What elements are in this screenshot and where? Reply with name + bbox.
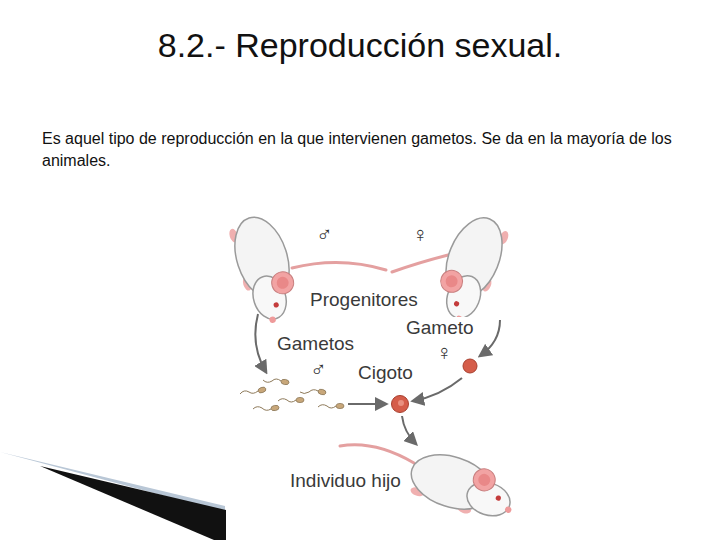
mouse-tail <box>292 262 386 270</box>
offspring-mouse <box>404 445 522 527</box>
mouse-tail <box>340 445 414 463</box>
sperm-cells <box>257 379 344 412</box>
process-arrow <box>348 403 386 405</box>
zygote-cell <box>392 396 409 413</box>
female-mouse <box>426 210 513 328</box>
zygote-nucleus <box>398 400 404 406</box>
offspring-label: Individuo hijo <box>288 470 403 492</box>
male-symbol: ♂ <box>308 357 329 382</box>
parents-label: Progenitores <box>308 289 420 311</box>
zygote-label: Cigoto <box>356 362 415 384</box>
process-arrow <box>480 320 500 356</box>
gamete-label: Gameto <box>404 317 476 339</box>
process-arrow <box>402 416 416 444</box>
gametes-label: Gametos <box>275 333 356 355</box>
process-arrow <box>413 378 462 401</box>
sperm-tails <box>240 379 336 410</box>
female-symbol: ♀ <box>434 340 455 365</box>
process-arrow <box>255 314 266 372</box>
egg-cell <box>463 359 477 373</box>
mouse-tail <box>392 254 452 272</box>
slide-decoration <box>40 466 226 540</box>
slide-title: 8.2.- Reproducción sexual. <box>0 26 720 65</box>
male-mouse <box>224 210 306 328</box>
male-symbol: ♂ <box>314 222 335 247</box>
female-symbol: ♀ <box>410 222 431 247</box>
intro-text: Es aquel tipo de reproducción en la que … <box>42 128 682 173</box>
